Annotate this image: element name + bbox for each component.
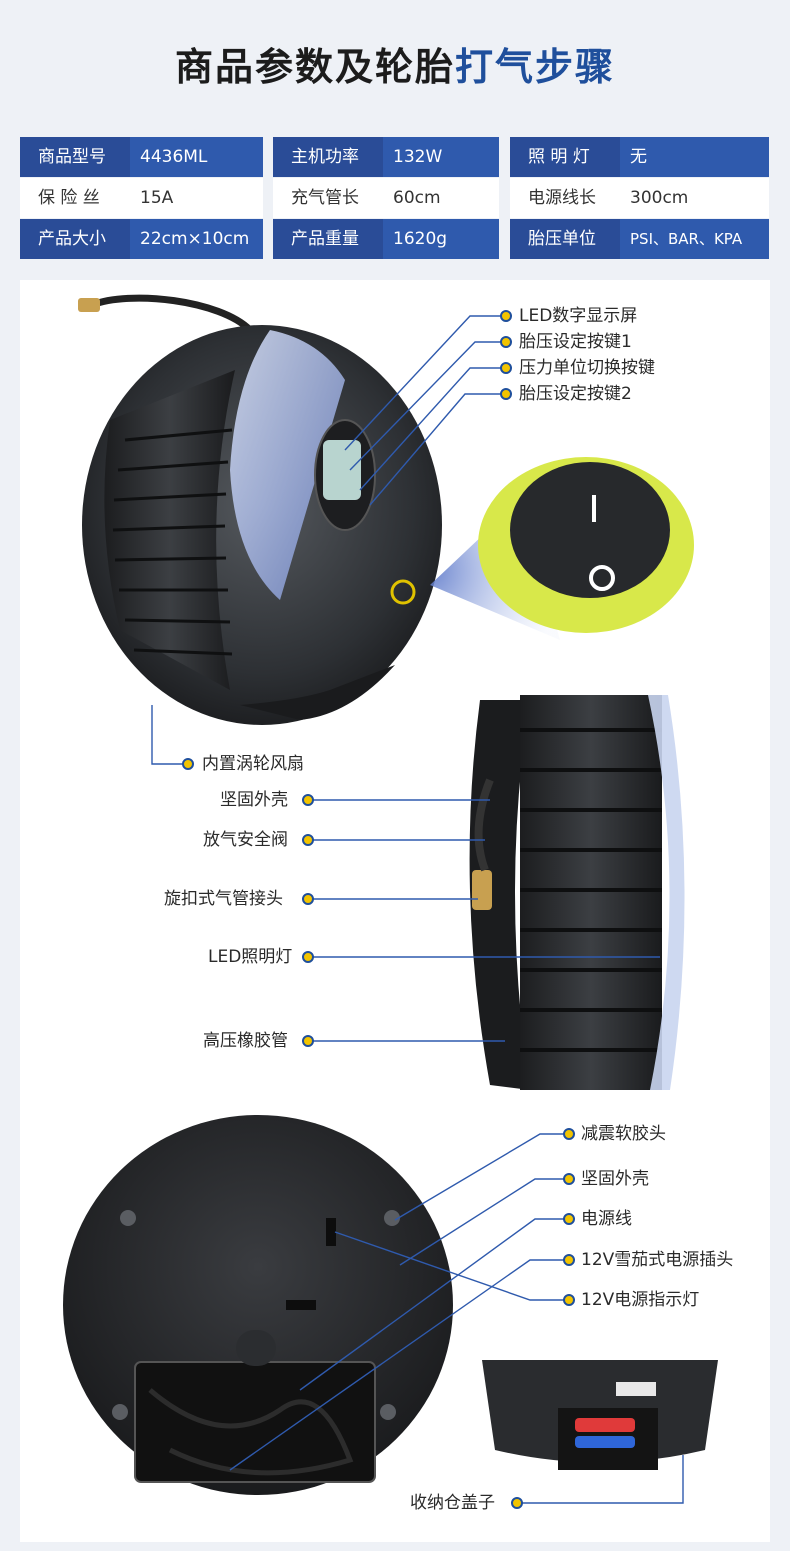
callout-dot: [182, 758, 194, 770]
callout-dot: [302, 1035, 314, 1047]
switch-off-mark: [589, 565, 615, 591]
callout-power-cord: 电源线: [581, 1209, 632, 1229]
callout-dot: [302, 951, 314, 963]
callout-cigar-plug: 12V雪茄式电源插头: [581, 1250, 734, 1270]
spec-value: 60cm: [383, 178, 499, 218]
spec-value: 1620g: [383, 219, 499, 259]
compressor-front-view: [78, 294, 442, 725]
spec-value: 300cm: [620, 178, 769, 218]
side-led-strip: [648, 695, 685, 1090]
compressor-side-view: [469, 695, 685, 1090]
spec-value: PSI、BAR、KPA: [620, 219, 769, 259]
callout-rubber-feet: 减震软胶头: [581, 1124, 666, 1144]
callout-dot: [500, 310, 512, 322]
rocker-switch: [510, 462, 670, 598]
callout-rubber-hose: 高压橡胶管: [203, 1031, 288, 1051]
callout-dot: [500, 336, 512, 348]
compressor-bottom-view: [63, 1115, 453, 1495]
callout-pressure-key-2: 胎压设定按键2: [519, 384, 632, 404]
callout-dot: [563, 1254, 575, 1266]
indicator-slot: [326, 1218, 336, 1246]
spec-label: 商品型号: [20, 137, 130, 177]
spec-label: 产品重量: [273, 219, 383, 259]
callout-dot: [563, 1294, 575, 1306]
callout-safety-valve: 放气安全阀: [203, 830, 288, 850]
page-title: 商品参数及轮胎打气步骤: [0, 36, 790, 91]
spec-value: 22cm×10cm: [130, 219, 263, 259]
callout-pressure-key-1: 胎压设定按键1: [519, 332, 632, 352]
spec-value: 15A: [130, 178, 263, 218]
led-ring-glow: [230, 330, 345, 600]
side-connector: [472, 870, 492, 910]
callout-led-display: LED数字显示屏: [519, 306, 638, 326]
spec-label: 产品大小: [20, 219, 130, 259]
callout-shell-bottom: 坚固外壳: [581, 1169, 649, 1189]
switch-zoom: [430, 457, 694, 640]
side-hose: [474, 778, 494, 872]
spec-label: 充气管长: [273, 178, 383, 218]
side-fin-lines: [520, 728, 662, 1052]
spec-label: 胎压单位: [510, 219, 620, 259]
callout-unit-switch-key: 压力单位切换按键: [519, 358, 655, 378]
callout-power-indicator: 12V电源指示灯: [581, 1290, 700, 1310]
title-accent: 打气步骤: [455, 45, 616, 89]
air-hose: [90, 294, 253, 333]
spec-label: 主机功率: [273, 137, 383, 177]
callout-hose-connector: 旋扣式气管接头: [164, 889, 283, 909]
callout-dot: [302, 794, 314, 806]
title-main: 商品参数及轮胎: [174, 45, 455, 89]
callout-dot: [563, 1128, 575, 1140]
callout-shell-side: 坚固外壳: [220, 790, 288, 810]
callout-dot: [302, 834, 314, 846]
callout-storage-lid: 收纳仓盖子: [410, 1493, 495, 1513]
leader-lines: [151, 315, 684, 1504]
cooling-fins: [104, 370, 235, 690]
cord-outlet: [236, 1330, 276, 1366]
callout-dot: [500, 362, 512, 374]
spec-value: 4436ML: [130, 137, 263, 177]
callout-dot: [500, 388, 512, 400]
side-fins: [520, 695, 662, 1090]
callout-dot: [302, 893, 314, 905]
rubber-foot: [384, 1210, 400, 1226]
power-icon: [390, 579, 416, 605]
adapter-red: [575, 1418, 635, 1432]
coiled-cord: [148, 1388, 354, 1476]
spec-value: 无: [620, 137, 769, 177]
spec-label: 电源线长: [510, 178, 620, 218]
spec-label: 保 险 丝: [20, 178, 130, 218]
spec-label: 照 明 灯: [510, 137, 620, 177]
led-display: [323, 440, 361, 500]
vent-slot: [286, 1300, 316, 1310]
adapter-blue: [575, 1436, 635, 1448]
storage-lid-view: [482, 1360, 718, 1470]
callout-turbo-fan: 内置涡轮风扇: [202, 754, 304, 774]
rubber-rim: [240, 665, 395, 720]
callout-dot: [563, 1213, 575, 1225]
fin-lines: [112, 428, 233, 656]
callout-dot: [563, 1173, 575, 1185]
rubber-foot: [112, 1404, 128, 1420]
rubber-foot: [380, 1404, 396, 1420]
spec-light: 照 明 灯无: [510, 137, 769, 177]
rubber-foot: [120, 1210, 136, 1226]
spec-value: 132W: [383, 137, 499, 177]
callout-dot: [511, 1497, 523, 1509]
hose-nozzle: [78, 298, 100, 312]
callout-led-light: LED照明灯: [208, 947, 293, 967]
lid-label: [616, 1382, 656, 1396]
